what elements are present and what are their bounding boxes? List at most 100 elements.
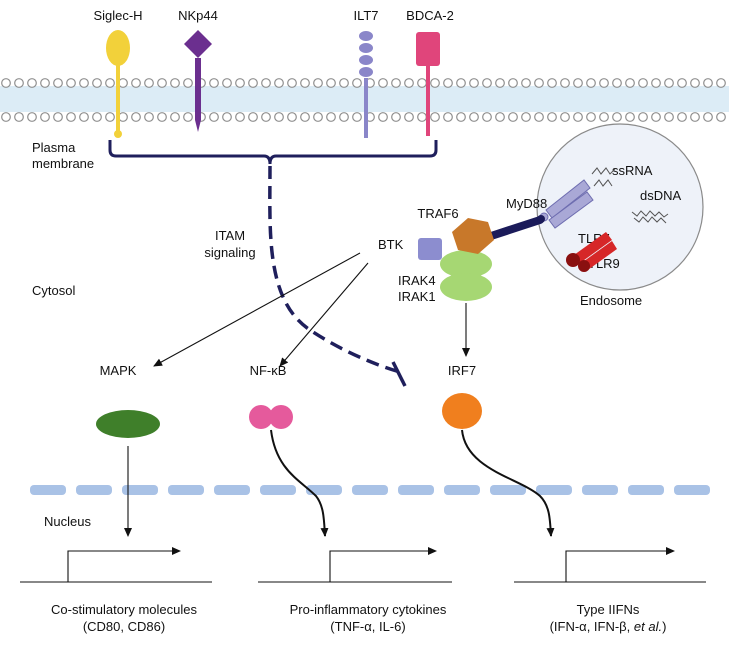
lipid-head — [469, 112, 479, 122]
nkp44-receptor — [184, 30, 212, 132]
lipid-head — [508, 78, 518, 88]
lipid-head — [651, 112, 661, 122]
lipid-head — [638, 78, 648, 88]
nfkb-translocation-arrow — [270, 429, 329, 537]
lipid-head — [703, 78, 713, 88]
itam-inhibition-path — [268, 165, 401, 374]
lipid-head — [105, 112, 115, 122]
siglec-h-label: Siglec-H — [93, 8, 142, 23]
nfkb-label: NF-κB — [250, 363, 287, 378]
lipid-head — [300, 78, 310, 88]
lipid-head — [430, 112, 440, 122]
nuclear-membrane-segment — [352, 485, 388, 495]
lipid-head — [573, 78, 583, 88]
nuclear-membrane-segment — [306, 485, 342, 495]
nuclear-membrane-segment — [168, 485, 204, 495]
lipid-head — [664, 112, 674, 122]
lipid-head — [612, 78, 622, 88]
plasma-membrane-label-1: Plasma — [32, 140, 76, 155]
lipid-head — [495, 112, 505, 122]
lipid-head — [157, 78, 167, 88]
lipid-head — [521, 112, 531, 122]
lipid-head — [300, 112, 310, 122]
lipid-head — [131, 112, 141, 122]
irf7-label: IRF7 — [448, 363, 476, 378]
lipid-head — [170, 112, 180, 122]
mapk-shape — [96, 410, 160, 438]
lipid-head — [79, 78, 89, 88]
lipid-head — [79, 112, 89, 122]
lipid-head — [625, 78, 635, 88]
lipid-head — [105, 78, 115, 88]
lipid-head — [274, 112, 284, 122]
lipid-head — [651, 78, 661, 88]
lipid-head — [326, 78, 336, 88]
nfkb-shape — [249, 405, 293, 429]
ssrna-label: ssRNA — [612, 163, 653, 178]
lipid-head — [456, 112, 466, 122]
lipid-head — [534, 112, 544, 122]
itam-bracket — [108, 140, 438, 165]
endosome — [536, 123, 704, 291]
lipid-head — [534, 78, 544, 88]
lipid-head — [391, 78, 401, 88]
lipid-head — [339, 78, 349, 88]
lipid-head — [677, 78, 687, 88]
lipid-head — [92, 112, 102, 122]
lipid-head — [339, 112, 349, 122]
nuclear-membrane-segment — [76, 485, 112, 495]
lipid-head — [664, 78, 674, 88]
ilt7-receptor — [359, 31, 373, 138]
myd88-connector — [481, 216, 544, 242]
lipid-head — [261, 112, 271, 122]
mapk-label: MAPK — [100, 363, 137, 378]
nuclear-membrane-segment — [536, 485, 572, 495]
btk-shape — [418, 238, 442, 260]
lipid-head — [612, 112, 622, 122]
lipid-head — [352, 78, 362, 88]
irak1-label: IRAK1 — [398, 289, 436, 304]
nuclear-membrane-segment — [490, 485, 526, 495]
lipid-head — [144, 78, 154, 88]
lipid-head — [521, 78, 531, 88]
nuclear-membrane-segment — [582, 485, 618, 495]
lipid-head — [599, 78, 609, 88]
nuclear-membrane-segment — [30, 485, 66, 495]
type-i-ifn-label-2-end: ) — [662, 619, 666, 634]
tlr9-receptor — [566, 232, 617, 272]
lipid-head — [677, 112, 687, 122]
nuclear-membrane-segment — [214, 485, 250, 495]
lipid-head — [560, 112, 570, 122]
lipid-head — [14, 78, 24, 88]
lipid-head — [716, 78, 726, 88]
siglec-h-receptor — [106, 30, 130, 138]
btk-to-mapk-arrow — [153, 252, 361, 367]
lipid-head — [313, 112, 323, 122]
lipid-head — [209, 112, 219, 122]
lipid-head — [1, 78, 11, 88]
myd88-label: MyD88 — [506, 196, 547, 211]
lipid-head — [287, 112, 297, 122]
nuclear-membrane-segment — [628, 485, 664, 495]
traf6-shape — [452, 218, 494, 254]
lipid-head — [482, 78, 492, 88]
lipid-head — [443, 78, 453, 88]
lipid-head — [209, 78, 219, 88]
irak4-shape — [440, 250, 492, 278]
irf7-shape — [442, 393, 482, 429]
lipid-head — [469, 78, 479, 88]
lipid-head — [404, 78, 414, 88]
lipid-head — [508, 112, 518, 122]
lipid-head — [27, 112, 37, 122]
type-i-ifn-label-1: Type IIFNs — [577, 602, 640, 617]
type-i-ifn-label-2: (IFN-α, IFN-β, et al.) — [550, 619, 667, 634]
lipid-head — [573, 112, 583, 122]
lipid-head — [40, 112, 50, 122]
lipid-layer-inner — [1, 112, 726, 122]
irf7-translocation-arrow — [461, 429, 555, 537]
lipid-head — [378, 112, 388, 122]
lipid-head — [222, 78, 232, 88]
lipid-head — [40, 78, 50, 88]
lipid-head — [378, 78, 388, 88]
plasma-membrane-label-2: membrane — [32, 156, 94, 171]
